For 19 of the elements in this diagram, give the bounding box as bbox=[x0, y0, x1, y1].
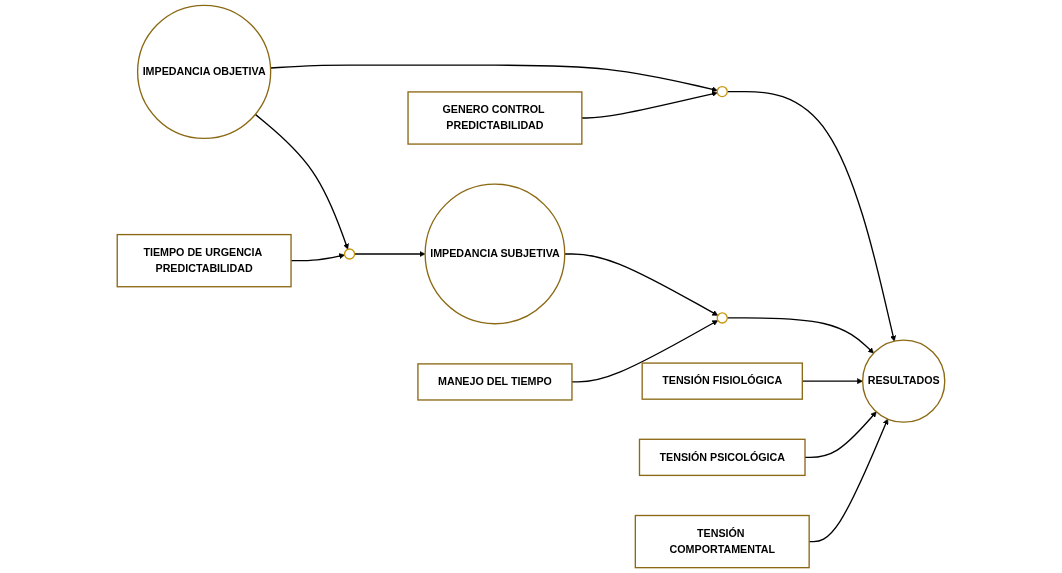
node-box: MANEJO DEL TIEMPO bbox=[417, 363, 573, 401]
arrow bbox=[726, 317, 874, 354]
node-box: GENERO CONTROL PREDICTABILIDAD bbox=[407, 91, 583, 145]
arrow bbox=[564, 253, 719, 316]
node-circle bbox=[716, 85, 728, 98]
node-circle: IMPEDANCIA SUBJETIVA bbox=[424, 183, 566, 325]
arrow bbox=[353, 251, 426, 257]
node-box: TENSIÓN PSICOLÓGICA bbox=[638, 438, 806, 477]
node-box: TENSIÓN COMPORTAMENTAL bbox=[634, 514, 810, 569]
node-box: TIEMPO DE URGENCIA PREDICTABILIDAD bbox=[116, 233, 292, 288]
node-circle: RESULTADOS bbox=[861, 339, 946, 423]
node-box: TENSIÓN FISIOLÓGICA bbox=[641, 362, 803, 400]
arrow bbox=[254, 113, 349, 250]
arrow bbox=[571, 320, 719, 383]
node-circle bbox=[343, 248, 356, 260]
arrow bbox=[726, 90, 896, 342]
node-circle: IMPEDANCIA OBJETIVA bbox=[136, 4, 272, 140]
node-circle bbox=[716, 312, 728, 324]
arrow bbox=[581, 91, 718, 119]
